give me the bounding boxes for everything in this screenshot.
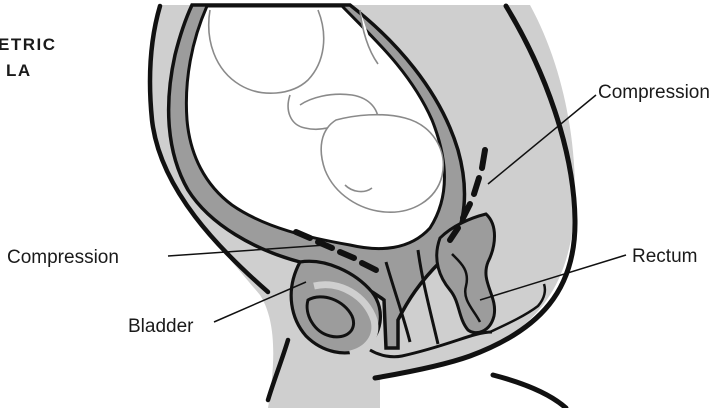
clipped-heading-line-2: LA — [6, 61, 32, 80]
label-compression-right: Compression — [598, 82, 710, 103]
lower-front-outline — [493, 375, 566, 408]
label-compression-left: Compression — [7, 247, 119, 268]
label-bladder: Bladder — [128, 316, 194, 337]
clipped-heading-line-1: ETRIC — [0, 35, 57, 54]
label-rectum: Rectum — [632, 246, 697, 267]
